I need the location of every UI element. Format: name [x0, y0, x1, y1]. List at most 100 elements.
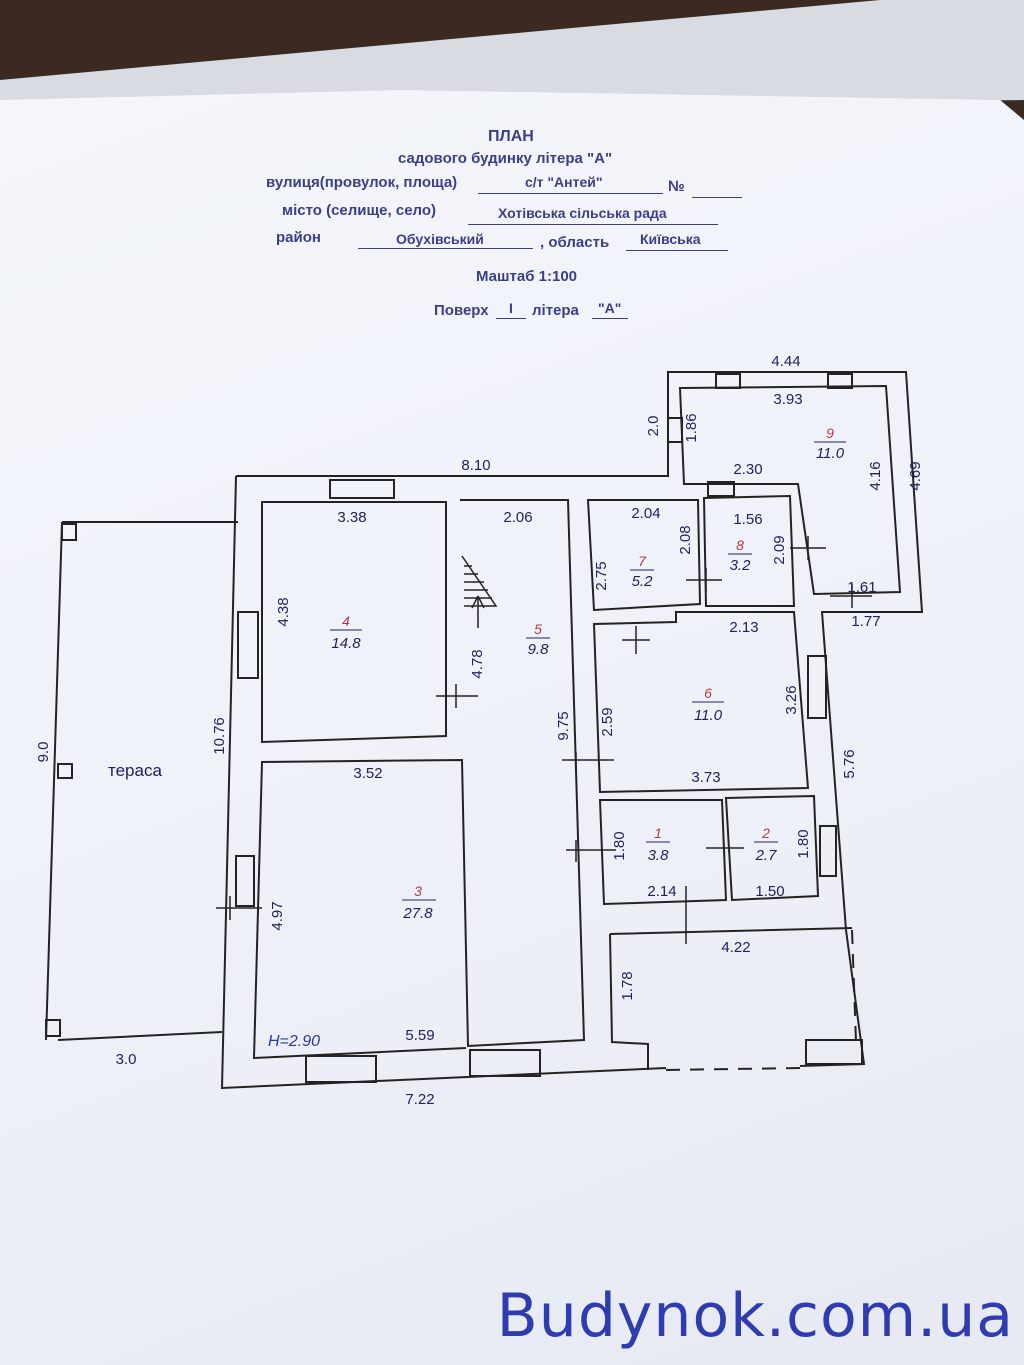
room6-outline — [592, 611, 810, 794]
dim-2.0: 2.0 — [645, 416, 662, 437]
plan-subtitle: садового будинку літера "А" — [398, 150, 613, 167]
terrace-outline — [45, 521, 238, 1041]
room-7-number: 7 — [638, 553, 647, 569]
room7-outline — [586, 499, 702, 612]
street-label: вулиця(провулок, площа) — [266, 174, 458, 191]
terrace-door-icon — [57, 763, 73, 779]
village-label: місто (селище, село) — [282, 202, 437, 219]
dim-4.16: 4.16 — [867, 461, 884, 490]
room-2-number: 2 — [761, 825, 770, 841]
plan-sheet — [0, 90, 1024, 1365]
dim-10.76: 10.76 — [211, 717, 228, 755]
entry-step — [805, 1039, 863, 1065]
room-1-number: 1 — [654, 825, 662, 841]
dim-4.97: 4.97 — [269, 901, 286, 930]
terrace-post-icon — [45, 1019, 61, 1037]
window-icon — [305, 1055, 377, 1083]
village-underline — [468, 224, 718, 225]
window-icon — [807, 655, 827, 719]
dim-9.75: 9.75 — [555, 711, 572, 740]
room-8-number: 8 — [736, 537, 744, 553]
room-6-number: 6 — [704, 685, 712, 701]
dim-1.86: 1.86 — [683, 413, 700, 442]
litera-underline — [592, 318, 628, 319]
dim-3.0: 3.0 — [116, 1051, 137, 1068]
room-7-area: 5.2 — [632, 573, 654, 590]
room-5-number: 5 — [534, 621, 542, 637]
floor-underline — [496, 318, 526, 319]
dim-4.44: 4.44 — [771, 353, 800, 370]
region-value: Київська — [640, 231, 701, 247]
room-2-area: 2.7 — [755, 847, 778, 864]
dim-4.38: 4.38 — [275, 597, 292, 626]
room1-outline — [598, 799, 728, 906]
window-icon — [329, 479, 395, 499]
dim-2.09: 2.09 — [771, 535, 788, 564]
room-9-area: 11.0 — [816, 445, 845, 462]
district-underline — [358, 248, 533, 249]
entry-outline — [609, 927, 853, 1070]
floor-label: Поверх — [434, 302, 489, 319]
dim-3.93: 3.93 — [773, 391, 802, 408]
room-3-area: 27.8 — [402, 905, 433, 922]
dim-7.22: 7.22 — [405, 1091, 434, 1108]
dim-4.22: 4.22 — [721, 939, 750, 956]
dim-3.26: 3.26 — [783, 685, 800, 714]
dim-2.14: 2.14 — [647, 883, 676, 900]
terrace-label: тераса — [108, 761, 162, 780]
dim-2.06: 2.06 — [503, 509, 532, 526]
street-value: с/т "Антей" — [525, 174, 603, 190]
dim-2.30: 2.30 — [733, 461, 762, 478]
dim-1.78: 1.78 — [619, 971, 636, 1000]
room-1-area: 3.8 — [648, 847, 670, 864]
room9-outline — [678, 384, 902, 596]
window-icon — [819, 825, 837, 877]
district-label: район — [276, 229, 321, 246]
dim-2.08: 2.08 — [677, 525, 694, 554]
number-label: № — [668, 178, 685, 195]
dim-1.77: 1.77 — [851, 613, 880, 630]
dim-1.80-room2: 1.80 — [795, 829, 812, 858]
room-6-area: 11.0 — [694, 707, 723, 724]
dim-1.61: 1.61 — [847, 579, 876, 596]
dim-1.50: 1.50 — [755, 883, 784, 900]
litera-label: літера — [532, 302, 579, 319]
room-8-area: 3.2 — [730, 557, 752, 574]
dim-4.69: 4.69 — [907, 461, 924, 490]
dim-3.52: 3.52 — [353, 765, 382, 782]
dim-3.38: 3.38 — [337, 509, 366, 526]
region-underline — [626, 250, 728, 251]
dim-1.56: 1.56 — [733, 511, 762, 528]
room-4-area: 14.8 — [331, 635, 361, 652]
dim-8.10: 8.10 — [461, 457, 490, 474]
dim-2.75: 2.75 — [593, 561, 610, 590]
street-underline — [478, 193, 663, 194]
dim-2.13: 2.13 — [729, 619, 758, 636]
dim-3.73: 3.73 — [691, 769, 720, 786]
room-9-number: 9 — [826, 425, 834, 441]
window-icon — [715, 373, 741, 389]
scale-label: Маштаб 1:100 — [476, 268, 578, 285]
room-4-number: 4 — [342, 613, 350, 629]
terrace-post-icon — [61, 523, 77, 541]
dim-2.04: 2.04 — [631, 505, 660, 522]
window-icon — [827, 373, 853, 389]
dim-1.80-room1: 1.80 — [611, 831, 628, 860]
window-icon — [469, 1049, 541, 1077]
entry-open-side — [665, 929, 857, 1071]
dim-5.76: 5.76 — [841, 749, 858, 778]
staircase-icon — [461, 555, 498, 628]
plan-title: ПЛАН — [488, 128, 534, 145]
village-value: Хотівська сільська рада — [498, 205, 667, 221]
litera-value: "А" — [598, 300, 622, 316]
dim-5.59: 5.59 — [405, 1027, 434, 1044]
region-label: , область — [540, 234, 610, 251]
window-icon — [235, 855, 255, 907]
window-icon — [237, 611, 259, 679]
watermark-logo: Budynok.com.ua — [496, 1281, 1014, 1351]
room-5-area: 9.8 — [528, 641, 550, 658]
district-value: Обухівський — [396, 231, 484, 247]
room-3-number: 3 — [414, 883, 422, 899]
dim-2.59: 2.59 — [599, 707, 616, 736]
